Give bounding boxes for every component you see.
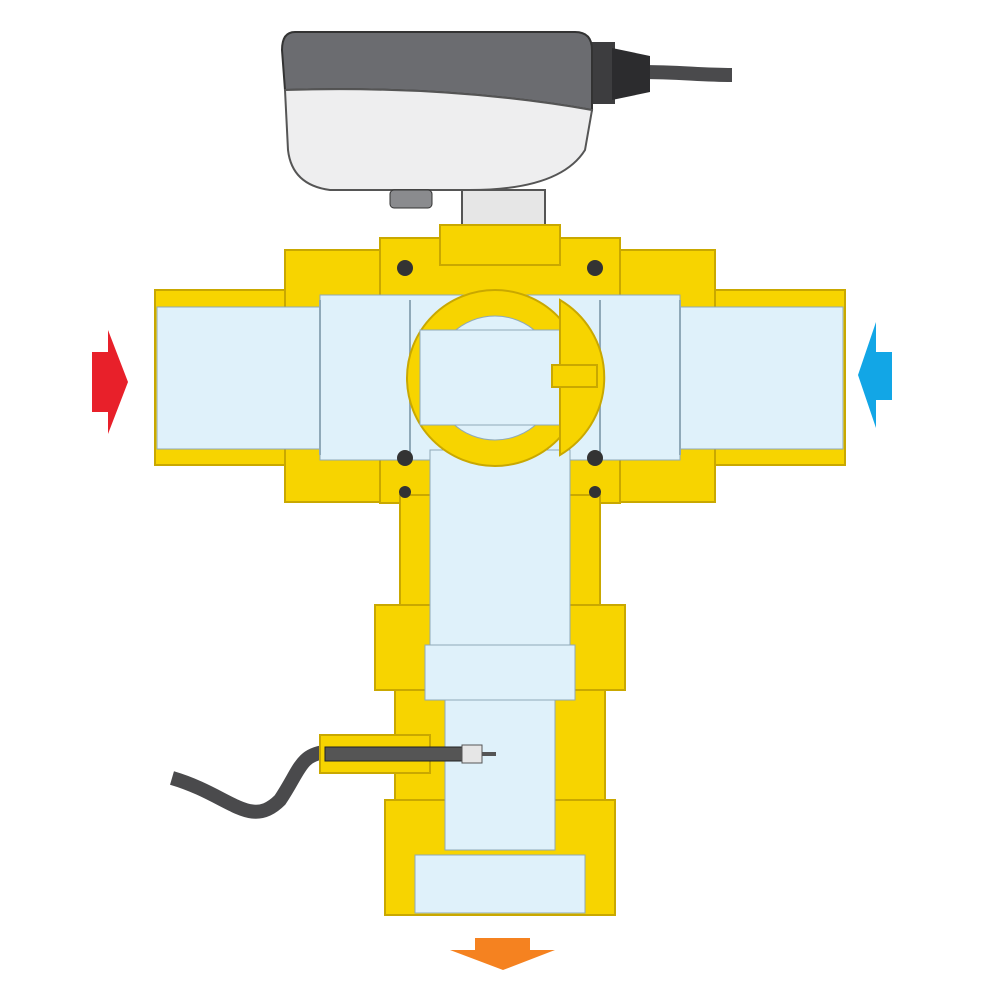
- arrow-down-icon: [450, 938, 555, 970]
- arrow-right-icon: [92, 330, 128, 434]
- actuator-knob: [389, 189, 433, 209]
- ball: [406, 289, 606, 467]
- actuator-bracket: [461, 189, 546, 229]
- actuator: [280, 31, 594, 229]
- temperature-sensor: [169, 734, 496, 819]
- arrow-left-icon: [858, 322, 892, 428]
- actuator-cable: [639, 65, 733, 82]
- cable-gland: [585, 42, 650, 104]
